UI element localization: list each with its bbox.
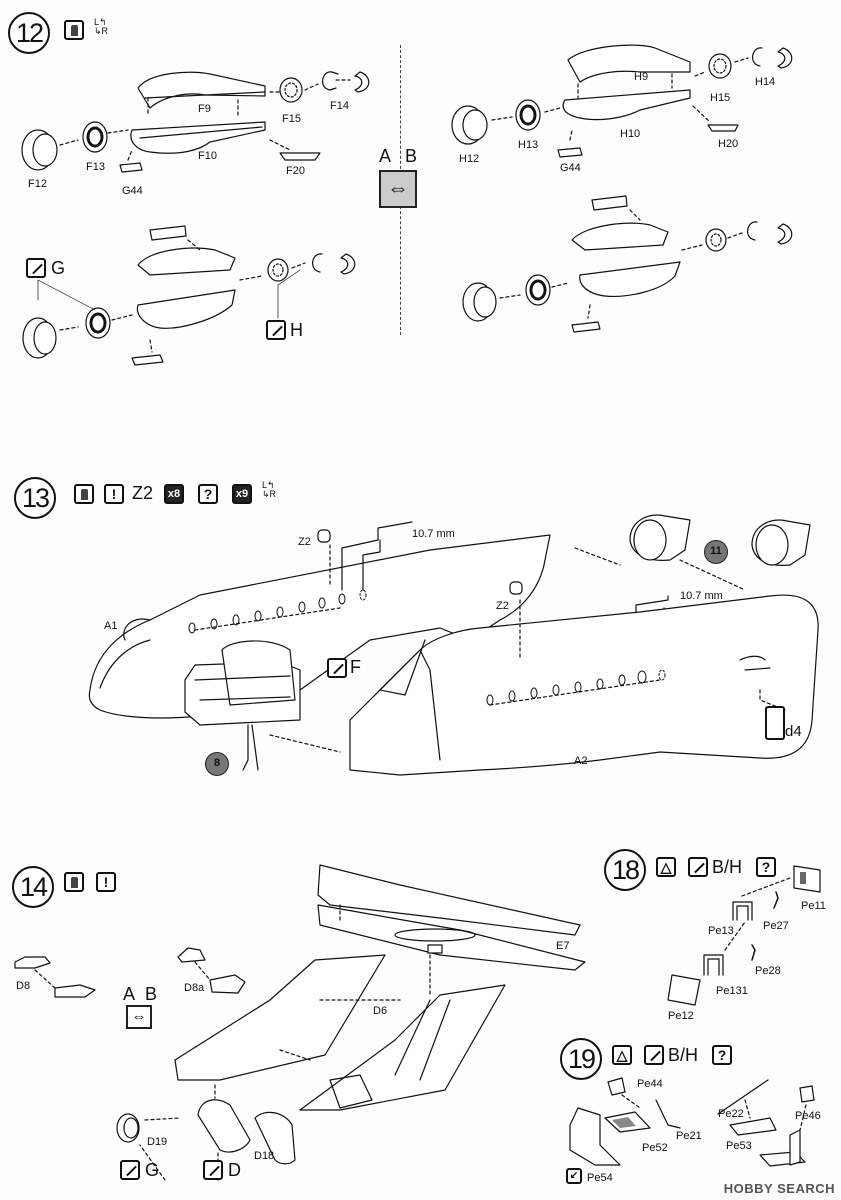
part-label-Pe28: Pe28 <box>755 965 781 977</box>
caution-icon: ! <box>104 484 124 504</box>
part-label-Z2-b: Z2 <box>496 600 509 612</box>
part-label-H10: H10 <box>620 128 641 140</box>
part-label-F13: F13 <box>86 161 105 173</box>
step12-variant-b-art <box>451 44 793 158</box>
arrow-corner-icon: ↙ <box>566 1168 582 1184</box>
part-label-F15: F15 <box>282 113 301 125</box>
part-label-Pe21: Pe21 <box>676 1130 702 1142</box>
part-label-Pe22: Pe22 <box>718 1108 744 1120</box>
sanding-icon: △ <box>656 857 676 877</box>
part-label-Pe46: Pe46 <box>795 1110 821 1122</box>
part-label-H9: H9 <box>634 71 649 83</box>
step12-alt-a-art <box>22 225 356 366</box>
part-label-Pe44: Pe44 <box>637 1078 663 1090</box>
paint-code-bh-19: B/H <box>668 1045 699 1065</box>
paint-knife-icon-19 <box>644 1045 664 1065</box>
part-label-Pe53: Pe53 <box>726 1140 752 1152</box>
measurement-10-7mm-a: 10.7 mm <box>412 528 455 540</box>
variant-a-label-14: A <box>123 984 136 1004</box>
step-number-12: 12 <box>8 12 50 54</box>
glue-icon-14 <box>64 872 84 892</box>
variant-swap-icon-14: ⇔ <box>126 1005 152 1029</box>
sanding-icon-19: △ <box>612 1045 632 1065</box>
variant-swap-icon: ⇔ <box>379 170 417 208</box>
paint-knife-icon-g <box>26 258 46 278</box>
part-label-Pe11: Pe11 <box>801 900 826 912</box>
paint-code-g-14: G <box>145 1160 160 1180</box>
step14-tail-art <box>14 864 586 1181</box>
question-icon: ? <box>198 484 218 504</box>
step-number-14: 14 <box>12 866 54 908</box>
part-label-F9: F9 <box>198 103 211 115</box>
part-label-A2: A2 <box>574 755 588 767</box>
part-label-Pe13: Pe13 <box>708 925 734 937</box>
paint-knife-icon-g-14 <box>120 1160 140 1180</box>
part-label-Z2-a: Z2 <box>298 536 311 548</box>
part-label-F10: F10 <box>198 150 217 162</box>
part-label-H14: H14 <box>755 76 776 88</box>
step18-art <box>667 865 821 1006</box>
caution-icon-14: ! <box>96 872 116 892</box>
part-label-H20: H20 <box>718 138 739 150</box>
paint-code-bh-18: B/H <box>712 857 743 877</box>
measurement-10-7mm-b: 10.7 mm <box>680 590 723 602</box>
part-label-F20: F20 <box>286 165 305 177</box>
paint-knife-icon-h <box>266 320 286 340</box>
watermark: HOBBY SEARCH <box>723 1181 835 1196</box>
part-label-F12: F12 <box>28 178 47 190</box>
variant-b-label-14: B <box>145 984 158 1004</box>
step12-variant-a-art <box>21 71 370 173</box>
drill-icon <box>765 706 785 740</box>
part-label-D19: D19 <box>147 1136 168 1148</box>
part-label-A1: A1 <box>104 620 118 632</box>
part-label-D8a: D8a <box>184 982 205 994</box>
left-right-icon: L↰↳R <box>94 17 109 36</box>
question-icon-19: ? <box>712 1045 732 1065</box>
paint-knife-icon-18 <box>688 857 708 877</box>
ref-circle-8: 8 <box>205 752 229 776</box>
ref-circle-11: 11 <box>704 540 728 564</box>
part-label-Pe54: Pe54 <box>587 1172 613 1184</box>
step-number-13: 13 <box>14 477 56 519</box>
part-label-D8: D8 <box>16 980 31 992</box>
part-label-G44-a: G44 <box>122 185 143 197</box>
paint-knife-icon-f <box>327 658 347 678</box>
part-label-Pe52: Pe52 <box>642 1142 668 1154</box>
paint-code-h: H <box>290 320 303 340</box>
variant-b-label: B <box>405 146 418 166</box>
paint-code-d: D <box>228 1160 241 1180</box>
paint-code-f: F <box>350 657 361 677</box>
drill-size-d4: d4 <box>785 723 802 740</box>
part-label-H13: H13 <box>518 139 539 151</box>
paint-code-g: G <box>51 258 66 278</box>
part-label-Pe131: Pe131 <box>716 985 748 997</box>
quantity-x9-badge: x9 <box>232 484 252 504</box>
part-label-D18: D18 <box>254 1150 275 1162</box>
paint-knife-icon-d <box>203 1160 223 1180</box>
step13-fuselage-art <box>88 514 819 776</box>
part-label-F14: F14 <box>330 100 349 112</box>
step19-art <box>569 1077 815 1167</box>
part-label-H12: H12 <box>459 153 480 165</box>
part-label-G44-b: G44 <box>560 162 581 174</box>
variant-a-label: A <box>379 146 392 166</box>
left-right-icon-13: L↰↳R <box>262 480 277 499</box>
glue-icon <box>64 20 84 40</box>
part-label-Pe12: Pe12 <box>668 1010 694 1022</box>
step-number-19: 19 <box>560 1038 602 1080</box>
step13-z2-label: Z2 <box>132 483 154 503</box>
quantity-x8-badge: x8 <box>164 484 184 504</box>
part-label-E7: E7 <box>556 940 570 952</box>
part-label-D6: D6 <box>373 1005 388 1017</box>
step-number-18: 18 <box>604 849 646 891</box>
glue-icon-13 <box>74 484 94 504</box>
part-label-Pe27: Pe27 <box>763 920 789 932</box>
step12-alt-b-art <box>462 195 793 333</box>
part-label-H15: H15 <box>710 92 731 104</box>
question-icon-18: ? <box>756 857 776 877</box>
